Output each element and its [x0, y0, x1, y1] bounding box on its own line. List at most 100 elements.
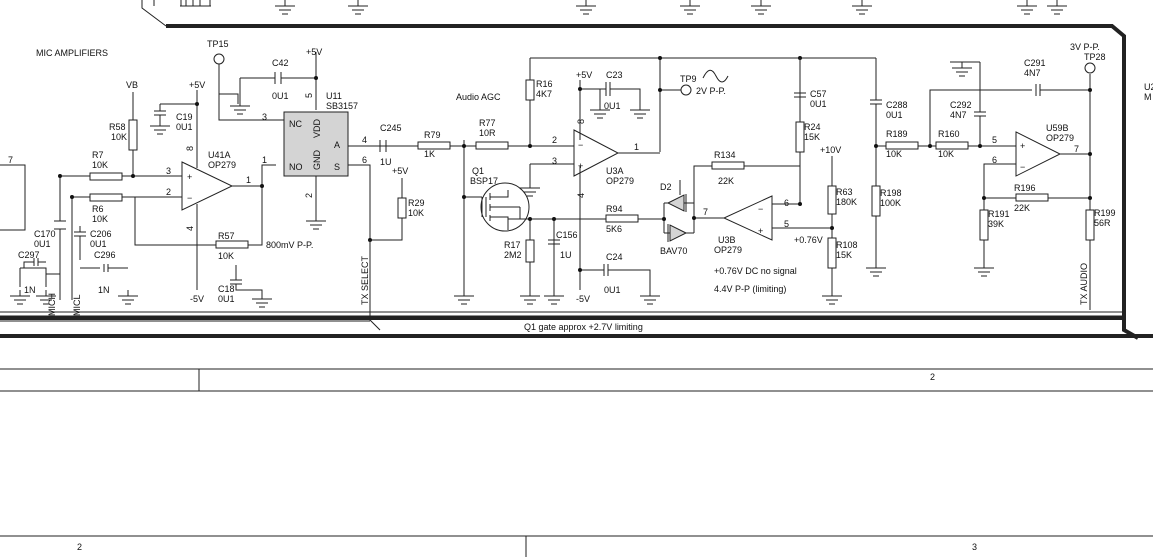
plus5-b: +5V — [306, 47, 322, 57]
r196-value: 22K — [1014, 203, 1030, 213]
c245-value: 1U — [380, 157, 392, 167]
svg-text:+: + — [187, 172, 192, 182]
r7-ref: R7 — [92, 150, 104, 160]
r16-value: 4K7 — [536, 89, 552, 99]
net-vb: VB — [126, 80, 138, 90]
c24-value: 0U1 — [604, 285, 621, 295]
svg-text:+: + — [1020, 141, 1025, 151]
u59b-ref: U59B — [1046, 123, 1069, 133]
c292-ref: C292 — [950, 100, 972, 110]
zone-marker-3-bottom: 3 — [972, 542, 977, 552]
svg-text:0U1: 0U1 — [90, 239, 107, 249]
r191-value: 39K — [988, 219, 1004, 229]
d2-ref: D2 — [660, 182, 672, 192]
svg-text:3: 3 — [552, 156, 557, 166]
svg-text:A: A — [334, 140, 340, 150]
svg-text:−: − — [1020, 162, 1025, 172]
plus5-a: +5V — [189, 80, 205, 90]
r6-value: 10K — [92, 214, 108, 224]
c291-value: 4N7 — [1024, 68, 1041, 78]
r79-value: 1K — [424, 149, 435, 159]
minus5-a: -5V — [190, 294, 204, 304]
u41a-ref: U41A — [208, 150, 231, 160]
r196-ref: R196 — [1014, 183, 1036, 193]
tp9-note: 2V P-P. — [696, 86, 726, 96]
svg-text:6: 6 — [992, 155, 997, 165]
c24-ref: C24 — [606, 252, 623, 262]
tp28-note: 3V P-P. — [1070, 42, 1100, 52]
svg-text:3: 3 — [262, 112, 267, 122]
c156-value: 1U — [560, 250, 572, 260]
zone-marker-2-bottom: 2 — [77, 542, 82, 552]
u3b-opamp: −+ — [722, 58, 843, 305]
u11-ref: U11 — [326, 91, 342, 101]
svg-text:−: − — [758, 204, 763, 214]
svg-text:1: 1 — [634, 142, 639, 152]
r134-ref: R134 — [714, 150, 736, 160]
c156-ref: C156 — [556, 230, 578, 240]
r29-ref: R29 — [408, 198, 425, 208]
svg-text:0U1: 0U1 — [34, 239, 51, 249]
r79-ref: R79 — [424, 130, 441, 140]
svg-text:−: − — [187, 193, 192, 203]
c23-ref: C23 — [606, 70, 623, 80]
svg-text:+: + — [578, 161, 583, 171]
r17-ref: R17 — [504, 240, 521, 250]
svg-text:1: 1 — [246, 175, 251, 185]
tx-audio-filter: +− — [865, 58, 1096, 310]
net-tx-select: TX SELECT — [360, 255, 370, 305]
r58-value: 10K — [111, 132, 127, 142]
note-44v: 4.4V P-P (limiting) — [714, 284, 786, 294]
svg-text:7: 7 — [703, 207, 708, 217]
edge-label-m: M — [1144, 92, 1152, 102]
tp9-testpoint — [658, 69, 729, 96]
u3a-ref: U3A — [606, 166, 624, 176]
c42-ref: C42 — [272, 58, 289, 68]
svg-text:GND: GND — [312, 150, 322, 171]
zone-marker-2-top: 2 — [930, 372, 935, 382]
r94-value: 5K6 — [606, 224, 622, 234]
plus10: +10V — [820, 145, 841, 155]
agc-input-chain — [417, 140, 574, 305]
r198-value: 100K — [880, 198, 901, 208]
svg-text:1: 1 — [262, 155, 267, 165]
svg-text:7: 7 — [8, 155, 13, 165]
u41a-opamp: +− — [134, 90, 276, 308]
svg-text:C296: C296 — [94, 250, 116, 260]
u3b-ref: U3B — [718, 235, 736, 245]
r24-ref: R24 — [804, 122, 821, 132]
u41a-value: OP279 — [208, 160, 236, 170]
r77-ref: R77 — [479, 118, 496, 128]
svg-text:S: S — [334, 162, 340, 172]
r199-value: 56R — [1094, 218, 1111, 228]
c18-value: 0U1 — [218, 294, 235, 304]
note-q1-gate: Q1 gate approx +2.7V limiting — [524, 322, 643, 332]
u59b-value: OP279 — [1046, 133, 1074, 143]
svg-text:2: 2 — [304, 193, 314, 198]
u3b-value: OP279 — [714, 245, 742, 255]
top-ground-row — [153, 0, 1068, 15]
svg-text:5: 5 — [784, 219, 789, 229]
svg-text:5: 5 — [992, 135, 997, 145]
r58-network — [128, 92, 138, 178]
svg-text:C170: C170 — [34, 229, 56, 239]
svg-text:4: 4 — [362, 135, 367, 145]
svg-text:−: − — [578, 140, 583, 150]
note-076v: +0.76V — [794, 235, 823, 245]
svg-text:6: 6 — [784, 198, 789, 208]
r16-network — [525, 56, 876, 152]
r160-value: 10K — [938, 149, 954, 159]
r199-ref: R199 — [1094, 208, 1116, 218]
svg-text:5: 5 — [304, 93, 314, 98]
c57-ref: C57 — [810, 89, 827, 99]
r63-value: 180K — [836, 197, 857, 207]
c57-value: 0U1 — [810, 99, 827, 109]
u11-value: SB3157 — [326, 101, 358, 111]
r57-ref: R57 — [218, 231, 235, 241]
note-800mv: 800mV P-P. — [266, 240, 313, 250]
u11-switch — [213, 52, 418, 242]
svg-text:1N: 1N — [98, 285, 110, 295]
c18-ref: C18 — [218, 284, 235, 294]
